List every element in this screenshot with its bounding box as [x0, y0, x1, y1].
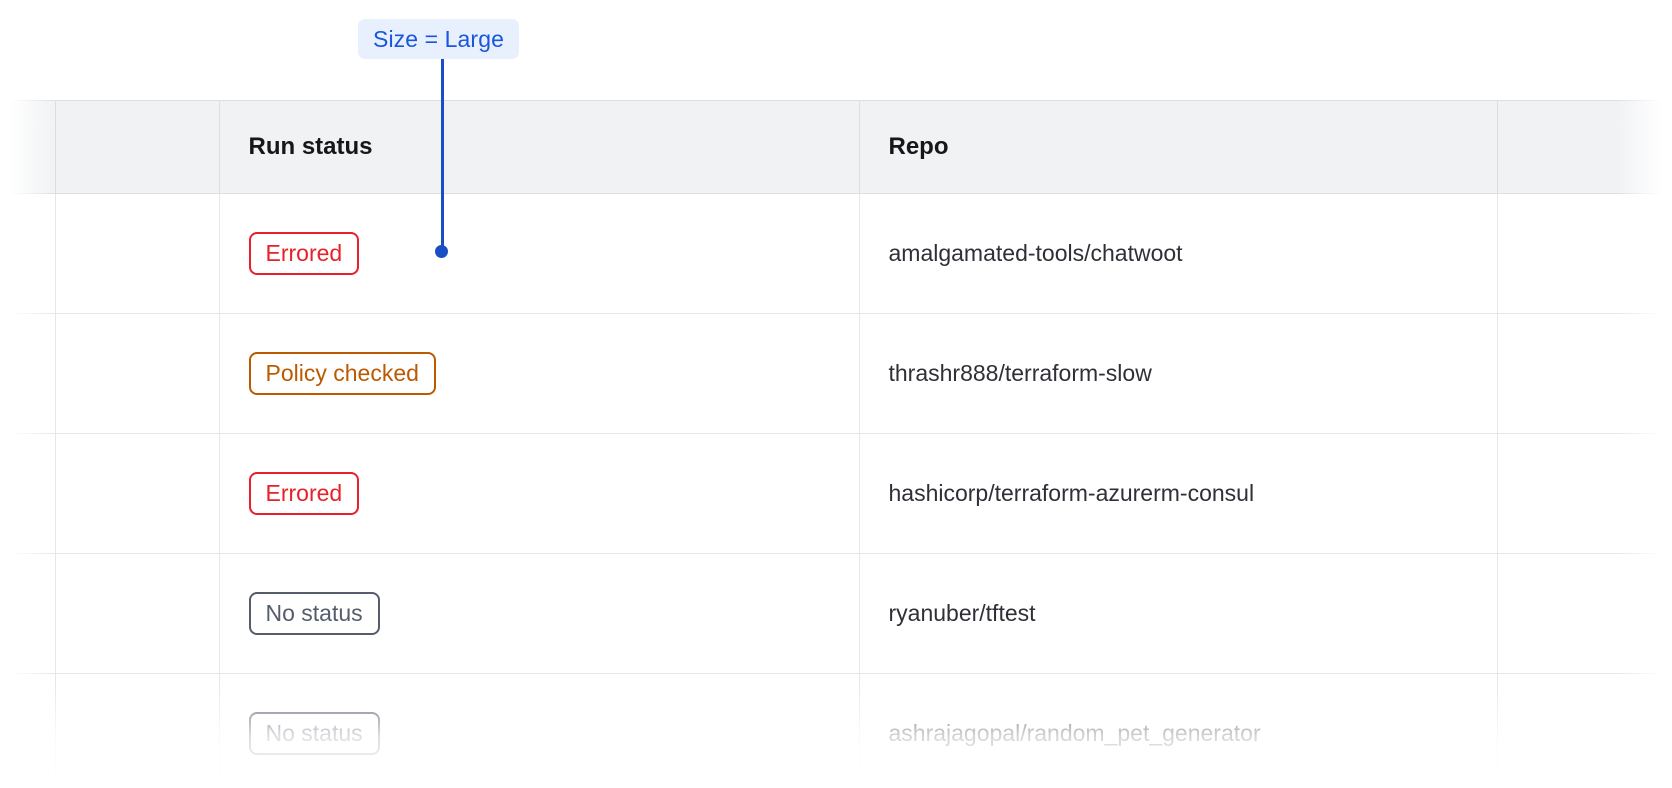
row-spacer-left-cell	[0, 433, 56, 554]
table-header: Run status Repo	[0, 100, 1672, 194]
table-row[interactable]: Errored amalgamated-tools/chatwoot	[0, 193, 1672, 314]
column-header-spacer-right	[1497, 100, 1672, 194]
status-badge-label: No status	[265, 600, 363, 626]
repo-cell: ashrajagopal/random_pet_generator	[859, 673, 1498, 788]
annotation-connector-line	[441, 58, 444, 251]
row-spacer-left-cell	[0, 673, 56, 788]
status-badge-label: No status	[265, 720, 363, 746]
annotation-size-badge: Size = Large	[358, 19, 519, 59]
column-header-blank	[55, 100, 220, 194]
column-header-repo[interactable]: Repo	[859, 100, 1498, 194]
repo-cell: amalgamated-tools/chatwoot	[859, 193, 1498, 314]
table-row[interactable]: No status ryanuber/tftest	[0, 553, 1672, 674]
run-status-table-container: Run status Repo Errored amalgamated-too	[0, 100, 1672, 788]
table-header-row: Run status Repo	[0, 100, 1672, 194]
row-spacer-right-cell	[1497, 193, 1672, 314]
table-row[interactable]: Policy checked thrashr888/terraform-slow	[0, 313, 1672, 434]
run-status-cell: Policy checked	[219, 313, 860, 434]
row-spacer-left-cell	[0, 193, 56, 314]
table-row[interactable]: Errored hashicorp/terraform-azurerm-cons…	[0, 433, 1672, 554]
row-spacer-right-cell	[1497, 553, 1672, 674]
status-badge[interactable]: Policy checked	[248, 352, 436, 395]
repo-name[interactable]: ashrajagopal/random_pet_generator	[888, 720, 1261, 746]
status-badge[interactable]: Errored	[248, 232, 360, 275]
repo-name[interactable]: amalgamated-tools/chatwoot	[888, 240, 1183, 266]
repo-cell: ryanuber/tftest	[859, 553, 1498, 674]
row-spacer-right-cell	[1497, 433, 1672, 554]
annotation-size-label: Size = Large	[373, 25, 504, 52]
status-badge-label: Errored	[265, 240, 343, 266]
repo-cell: hashicorp/terraform-azurerm-consul	[859, 433, 1498, 554]
row-blank-cell	[55, 193, 220, 314]
column-header-run-status[interactable]: Run status	[219, 100, 860, 194]
runs-table: Run status Repo Errored amalgamated-too	[0, 100, 1672, 788]
status-badge-label: Errored	[265, 480, 343, 506]
status-badge[interactable]: Errored	[248, 472, 360, 515]
status-badge[interactable]: No status	[248, 712, 380, 755]
repo-cell: thrashr888/terraform-slow	[859, 313, 1498, 434]
repo-name[interactable]: hashicorp/terraform-azurerm-consul	[888, 480, 1255, 506]
run-status-cell: No status	[219, 673, 860, 788]
row-blank-cell	[55, 553, 220, 674]
run-status-cell: Errored	[219, 193, 860, 314]
status-badge-label: Policy checked	[265, 360, 419, 386]
run-status-cell: No status	[219, 553, 860, 674]
column-header-spacer-left	[0, 100, 56, 194]
repo-name[interactable]: ryanuber/tftest	[888, 600, 1036, 626]
row-blank-cell	[55, 313, 220, 434]
annotation-endpoint-dot	[435, 245, 448, 258]
status-badge[interactable]: No status	[248, 592, 380, 635]
row-spacer-left-cell	[0, 553, 56, 674]
row-spacer-right-cell	[1497, 313, 1672, 434]
row-blank-cell	[55, 433, 220, 554]
table-row[interactable]: No status ashrajagopal/random_pet_genera…	[0, 673, 1672, 788]
repo-name[interactable]: thrashr888/terraform-slow	[888, 360, 1152, 386]
row-spacer-right-cell	[1497, 673, 1672, 788]
run-status-cell: Errored	[219, 433, 860, 554]
row-spacer-left-cell	[0, 313, 56, 434]
row-blank-cell	[55, 673, 220, 788]
table-body: Errored amalgamated-tools/chatwoot Polic…	[0, 193, 1672, 788]
